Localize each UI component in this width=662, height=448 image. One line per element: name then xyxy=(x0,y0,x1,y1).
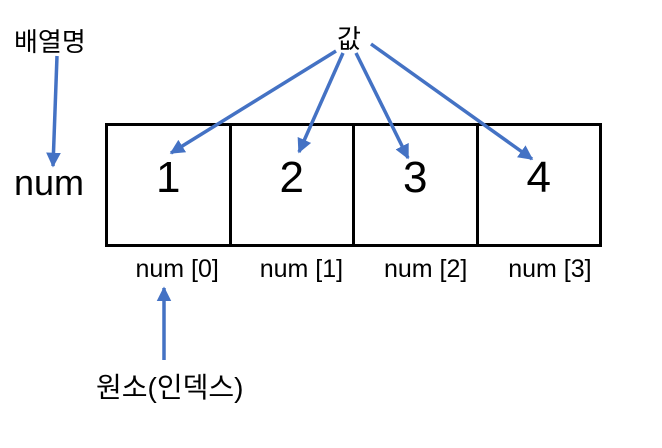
variable-name-label: num xyxy=(14,162,85,203)
array-name-arrow xyxy=(46,55,61,168)
array-cell-3: 4 xyxy=(475,126,600,244)
array-name-label: 배열명 xyxy=(14,27,86,57)
array-cell-1: 2 xyxy=(228,126,353,244)
array-box: 1 2 3 4 xyxy=(105,123,602,247)
index-label-3: num [3] xyxy=(508,255,592,283)
cell-value: 2 xyxy=(279,153,304,202)
index-label-1: num [1] xyxy=(259,255,344,283)
array-cell-0: 1 xyxy=(108,126,229,244)
array-cell-2: 3 xyxy=(352,126,476,244)
index-label-0: num [0] xyxy=(135,255,219,283)
value-label: 값 xyxy=(337,24,361,54)
index-labels-row: num [0] num [1] num [2] num [3] xyxy=(115,255,612,285)
cell-value: 1 xyxy=(156,153,181,202)
element-index-label: 원소(인덱스) xyxy=(96,372,244,403)
cell-value: 4 xyxy=(526,153,551,202)
index-label-2: num [2] xyxy=(383,255,468,283)
cell-value: 3 xyxy=(403,153,428,202)
